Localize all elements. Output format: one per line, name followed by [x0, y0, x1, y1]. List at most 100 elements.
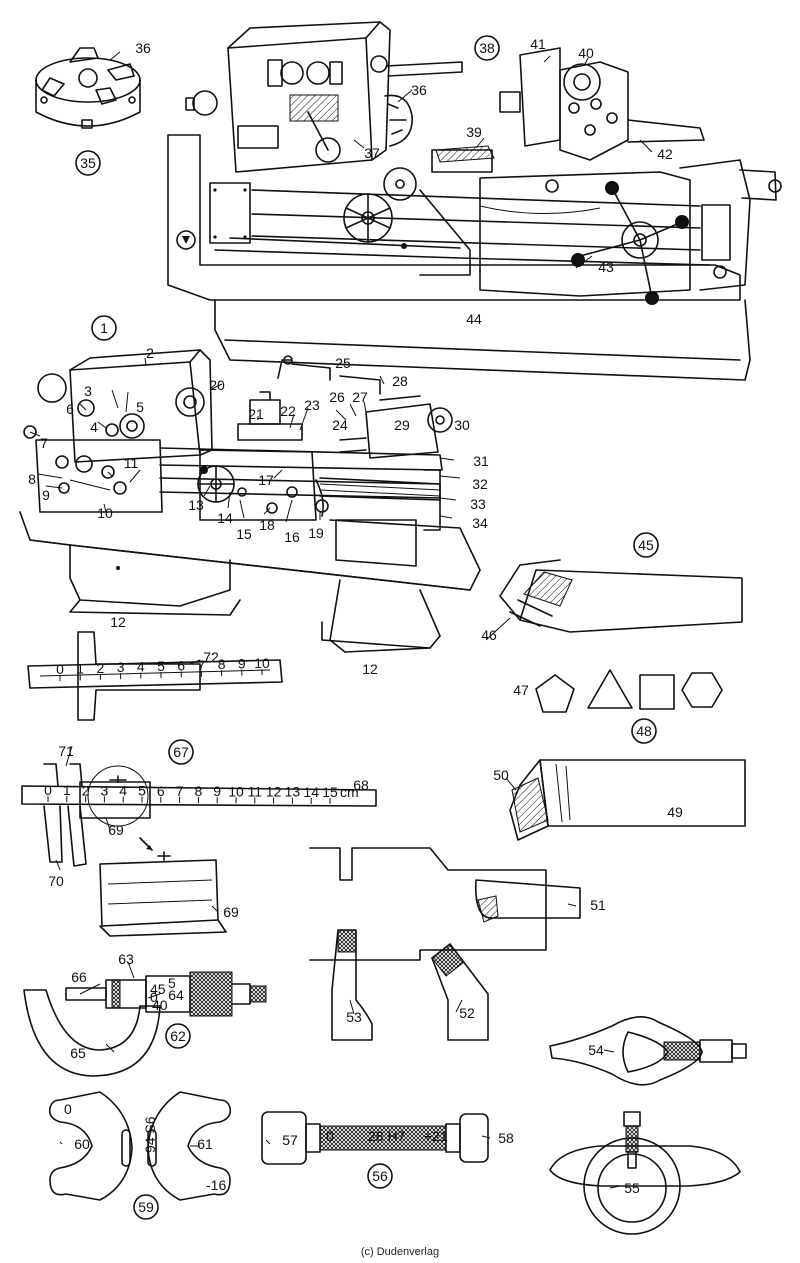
- caliper-scale-numeral: 2: [82, 782, 90, 798]
- production-lathe-38: [167, 21, 782, 381]
- caliper-scale-numeral: 5: [138, 783, 146, 799]
- label-70: 70: [48, 873, 64, 889]
- caliper-scale-numeral: 3: [101, 782, 109, 798]
- label-64: 64: [168, 987, 184, 1003]
- label-12-right: 12: [362, 661, 378, 677]
- label-26: 26: [329, 389, 345, 405]
- caliper-scale-numeral: 0: [44, 782, 52, 798]
- label-7: 7: [40, 435, 48, 451]
- label-1: 1: [100, 320, 108, 336]
- micrometer-text-5: 5: [168, 975, 176, 991]
- label-49: 49: [667, 804, 683, 820]
- label-68: 68: [353, 777, 369, 793]
- micrometer-62: 5 0 45 40: [23, 971, 267, 1077]
- snap-gauge-59: 0 94 S6 -16: [48, 1091, 232, 1201]
- label-50: 50: [493, 767, 509, 783]
- caliper-scale-numeral: 12: [266, 784, 282, 800]
- label-4: 4: [90, 419, 98, 435]
- tool-holder-51-53: [309, 847, 581, 1041]
- label-46: 46: [481, 627, 497, 643]
- caliper-scale-numeral: 14: [303, 784, 319, 800]
- label-9: 9: [42, 487, 50, 503]
- micrometer-text-0: 0: [150, 989, 158, 1005]
- caliper-scale-numeral: 1: [63, 782, 71, 798]
- label-59: 59: [138, 1199, 154, 1215]
- label-18: 18: [259, 517, 275, 533]
- depth-scale-numeral: 7: [198, 657, 206, 673]
- label-13: 13: [188, 497, 204, 513]
- label-15: 15: [236, 526, 252, 542]
- label-32: 32: [472, 476, 488, 492]
- label-5: 5: [136, 399, 144, 415]
- label-28: 28: [392, 373, 408, 389]
- label-63: 63: [118, 951, 134, 967]
- label-6: 6: [66, 401, 74, 417]
- label-54: 54: [588, 1042, 604, 1058]
- caliper-scale-numeral: 8: [195, 783, 203, 799]
- label-25: 25: [335, 355, 351, 371]
- label-43: 43: [598, 259, 614, 275]
- snap-gauge-text-0: 0: [64, 1101, 72, 1117]
- label-69-detail: 69: [223, 904, 239, 920]
- leader-lines: [29, 51, 653, 1189]
- label-3: 3: [84, 383, 92, 399]
- label-60: 60: [74, 1136, 90, 1152]
- label-8: 8: [28, 471, 36, 487]
- label-41: 41: [530, 36, 546, 52]
- copyright-notice: (c) Dudenverlag: [360, 1246, 440, 1258]
- plug-gauge-text-zero: 0: [326, 1128, 334, 1144]
- label-19: 19: [308, 525, 324, 541]
- adjustable-snap-gauge-54: [549, 1016, 747, 1086]
- label-23: 23: [304, 397, 320, 413]
- ring-gauge-55: [549, 1111, 741, 1235]
- depth-scale-numeral: 2: [97, 660, 105, 676]
- caliper-scale-numeral: 11: [248, 783, 263, 799]
- micrometer-text-45: 45: [150, 981, 166, 997]
- label-37: 37: [364, 145, 380, 161]
- caliper-scale-numeral: 7: [176, 783, 184, 799]
- depth-scale-numeral: 6: [177, 657, 185, 673]
- caliper-scale-numeral: 13: [285, 784, 301, 800]
- label-47: 47: [513, 682, 529, 698]
- label-29: 29: [394, 417, 410, 433]
- label-35: 35: [80, 155, 96, 171]
- depth-scale-numeral: 10: [254, 655, 270, 671]
- label-48: 48: [636, 723, 652, 739]
- label-20: 20: [209, 377, 225, 393]
- label-42: 42: [657, 146, 673, 162]
- snap-gauge-text-minus: -16: [206, 1177, 226, 1193]
- label-53: 53: [346, 1009, 362, 1025]
- inserts-48: [535, 669, 723, 713]
- caliper-scale-numeral: 15: [322, 784, 338, 800]
- label-39: 39: [466, 124, 482, 140]
- label-62: 62: [170, 1028, 186, 1044]
- label-56: 56: [372, 1168, 388, 1184]
- depth-scale-numeral: 0: [56, 661, 64, 677]
- label-55: 55: [624, 1180, 640, 1196]
- depth-scale-numeral: 9: [238, 656, 246, 672]
- caliper-scale-numeral: 10: [228, 783, 244, 799]
- label-27: 27: [352, 389, 368, 405]
- four-jaw-chuck-35: [35, 47, 141, 129]
- plug-gauge-56: 0 28 H7 +21: [261, 1111, 489, 1165]
- label-69-caliper: 69: [108, 822, 124, 838]
- label-24: 24: [332, 417, 348, 433]
- part-labels: 1 2 3 4 5 6 7 8 9 10 11 12 12 13 14 15 1…: [28, 36, 683, 1215]
- label-30: 30: [454, 417, 470, 433]
- depth-scale-numeral: 5: [157, 658, 165, 674]
- label-72: 72: [203, 649, 219, 665]
- depth-scale-numeral: 1: [76, 660, 84, 676]
- brazed-tool-49: [509, 759, 746, 841]
- depth-scale-numeral: 4: [137, 659, 145, 675]
- label-36-chuck: 36: [135, 40, 151, 56]
- plug-gauge-text-size: 28 H7: [368, 1128, 406, 1144]
- label-52: 52: [459, 1005, 475, 1021]
- caliper-scale-numeral: 4: [119, 783, 127, 799]
- label-58: 58: [498, 1130, 514, 1146]
